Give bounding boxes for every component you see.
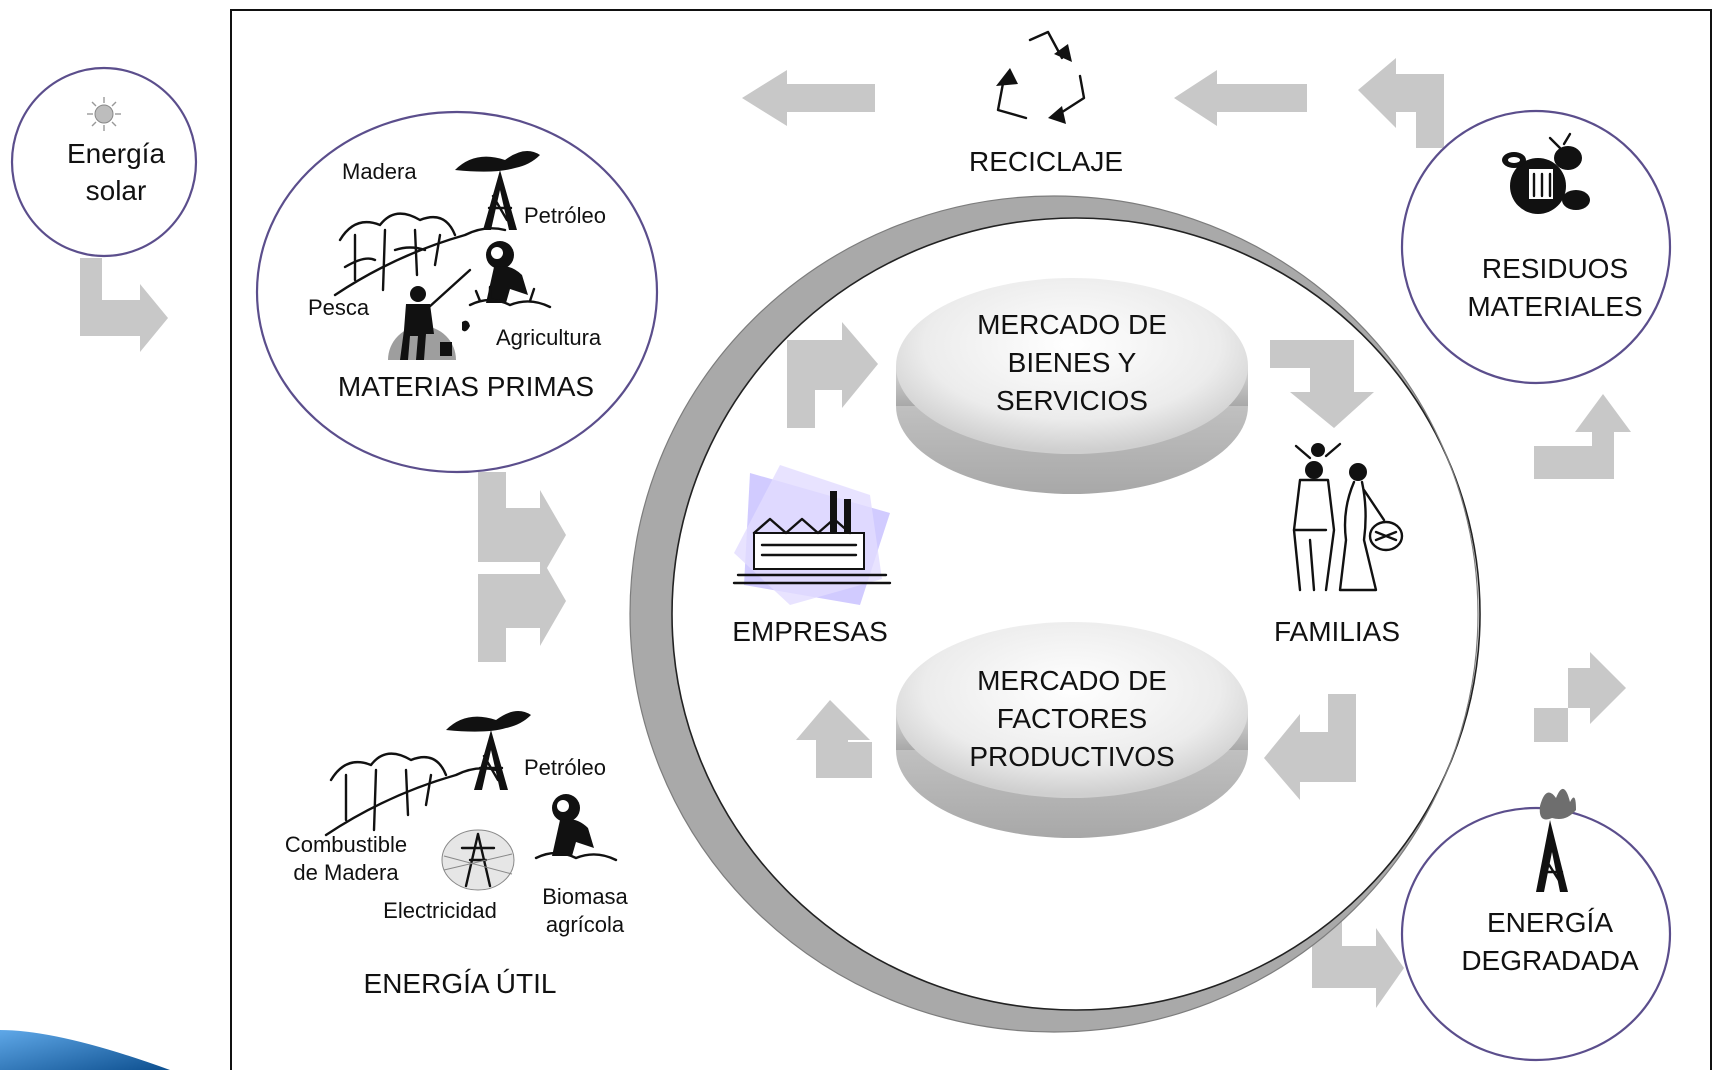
reciclaje-node: RECICLAJE	[969, 30, 1123, 177]
energia-biomasa-line2: agrícola	[546, 912, 625, 937]
sun-node: Energía solar	[10, 66, 198, 258]
energia-util-title: ENERGÍA ÚTIL	[364, 968, 557, 999]
diagram-frame	[230, 9, 1712, 1070]
residuos-node: RESIDUOS MATERIALES	[1400, 109, 1672, 385]
materias-primas-node: Madera Petróleo Pesca Agricultura MATERI…	[255, 110, 659, 474]
mercado-factores-disc: MERCADO DE FACTORES PRODUCTIVOS	[896, 622, 1248, 838]
oil-derrick-icon-2	[446, 711, 531, 790]
energia-degradada-node: ENERGÍA DEGRADADA	[1400, 788, 1672, 1062]
residuos-label-line2: MATERIALES	[1467, 291, 1642, 322]
energia-degradada-line1: ENERGÍA	[1487, 907, 1613, 938]
mercado-bienes-disc: MERCADO DE BIENES Y SERVICIOS	[896, 278, 1248, 494]
mercado-factores-line1: MERCADO DE	[977, 665, 1167, 696]
flow-arrow-center-to-energia-degradada	[1312, 912, 1404, 1008]
mercado-bienes-line1: MERCADO DE	[977, 309, 1167, 340]
materia-petroleo-label: Petróleo	[524, 203, 606, 228]
smoking-derrick-icon	[1536, 788, 1576, 892]
flow-arrow-factores-to-empresas	[796, 700, 872, 778]
corner-accent	[0, 1030, 170, 1070]
materia-madera-label: Madera	[342, 159, 417, 184]
trees-icon-2	[324, 752, 498, 837]
reciclaje-label: RECICLAJE	[969, 146, 1123, 177]
energia-combustible-line1: Combustible	[285, 832, 407, 857]
energia-combustible-line2: de Madera	[293, 860, 399, 885]
materia-pesca-label: Pesca	[308, 295, 370, 320]
energia-degradada-line2: DEGRADADA	[1461, 945, 1639, 976]
energia-biomasa-line1: Biomasa	[542, 884, 628, 909]
flow-arrow-empresas-to-bienes	[787, 322, 878, 428]
flow-arrow-reciclaje-to-materias	[742, 70, 875, 126]
family-icon	[1292, 442, 1404, 592]
farmer-icon-2	[534, 794, 618, 862]
flow-arrow-materias-to-center	[478, 472, 566, 580]
flow-arrow-sun	[80, 258, 168, 352]
flow-arrow-residuos-to-reciclaje	[1174, 70, 1307, 126]
flow-arrow-energia-util-to-center	[478, 556, 566, 662]
sun-icon	[87, 97, 121, 131]
sun-label-line1: Energía	[67, 138, 165, 169]
trees-icon	[333, 212, 507, 297]
farmer-icon	[468, 241, 552, 309]
mercado-bienes-line2: BIENES Y	[1008, 347, 1137, 378]
factory-icon	[732, 465, 892, 605]
mercado-factores-line2: FACTORES	[997, 703, 1147, 734]
flow-arrow-familias-to-factores	[1264, 694, 1356, 800]
materias-primas-title: MATERIAS PRIMAS	[338, 371, 594, 402]
recycle-icon	[996, 30, 1086, 124]
oil-derrick-icon	[455, 151, 540, 230]
familias-label: FAMILIAS	[1274, 616, 1400, 647]
mercado-bienes-line3: SERVICIOS	[996, 385, 1148, 416]
sun-label-line2: solar	[86, 175, 147, 206]
energia-electricidad-label: Electricidad	[383, 898, 497, 923]
garbage-icon	[1502, 132, 1590, 214]
energia-petroleo-label: Petróleo	[524, 755, 606, 780]
mercado-factores-line3: PRODUCTIVOS	[969, 741, 1174, 772]
energia-util-group: Petróleo Combustible de Madera Electrici…	[285, 711, 629, 999]
materia-agricultura-label: Agricultura	[496, 325, 602, 350]
electricity-tower-icon	[441, 829, 515, 891]
flow-arrow-bienes-to-familias	[1270, 340, 1374, 428]
residuos-label-line1: RESIDUOS	[1482, 253, 1628, 284]
flow-arrow-residuos-up	[1358, 58, 1444, 148]
flow-arrow-familias-to-residuos	[1534, 394, 1631, 479]
flow-arrow-familias-to-energia-degradada	[1534, 652, 1626, 742]
fisherman-icon	[388, 268, 472, 360]
empresas-label: EMPRESAS	[732, 616, 888, 647]
